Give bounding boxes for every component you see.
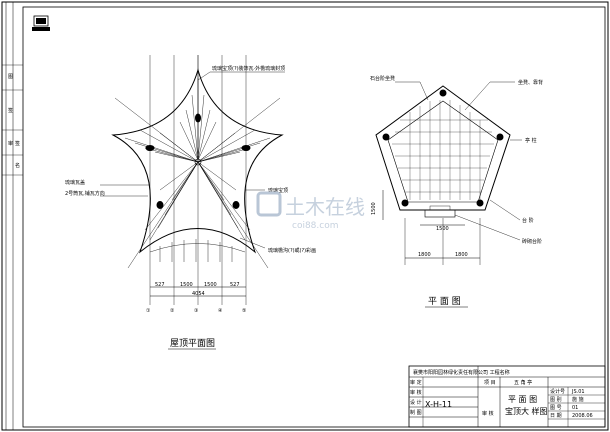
strip-label-5: 名: [15, 162, 20, 169]
roof-note-top: 琉璃宝顶(?)装饰瓦·外檐琉璃封顶: [212, 65, 285, 72]
tb-project: 五 角 亭: [514, 379, 532, 386]
tb-sheet-label: 图 号: [550, 405, 562, 411]
axis-marker-4: ④: [218, 308, 223, 314]
floor-note-top-left: 石台阶坐凳: [370, 75, 395, 82]
logo-icon: [32, 15, 50, 31]
floor-plan-drawing: [375, 81, 522, 265]
tb-company: 襄樊市阳阳园林绿化责任有限公司 工程名称: [413, 369, 510, 376]
left-binding-strip: 图 签 审 签 名: [2, 2, 23, 430]
roof-dim-4: 527: [230, 282, 240, 288]
strip-label-4: 签: [15, 140, 20, 147]
tb-row-label-1: 审 定: [410, 379, 422, 386]
strip-label-3: 审: [8, 140, 13, 147]
floor-dim-left: 1500: [371, 202, 377, 215]
roof-dim-3: 1500: [204, 282, 217, 288]
roof-note-right-1: 琉璃宝顶: [268, 187, 288, 194]
strip-label-2: 签: [8, 107, 13, 114]
drawing-frame: [22, 6, 606, 428]
floor-note-column: 亭 柱: [525, 137, 537, 144]
roof-dim-total: 4054: [192, 291, 205, 297]
title-block: [408, 365, 606, 428]
roof-note-right-2: 琉璃檐沟(?)或(?)彩画: [268, 247, 316, 254]
tb-row-label-3: 设 计: [410, 399, 422, 406]
tb-row-label-4: 制 图: [410, 409, 422, 416]
floor-dim-bottom-2: 1800: [455, 252, 468, 258]
roof-note-left-2: 2号筒瓦,铺瓦方向: [65, 190, 105, 197]
tb-design-value: JS.01: [571, 389, 585, 395]
tb-date-label: 日 期: [550, 413, 562, 419]
tb-sheet-value: 01: [572, 405, 578, 411]
roof-dim-2: 1500: [180, 282, 193, 288]
roof-note-left-1: 琉璃瓦盖: [65, 179, 85, 186]
tb-drawing-name-1: 平 面 图: [508, 395, 537, 404]
axis-marker-3: ③: [194, 308, 198, 314]
floor-dim-bottom-1: 1800: [418, 252, 431, 258]
tb-stamp: 审 核: [482, 410, 494, 417]
floor-note-step: 台 阶: [522, 217, 534, 224]
tb-draw-value: 施 施: [572, 396, 584, 403]
floor-plan-title: 平 面 图: [428, 296, 461, 307]
axis-marker-2: ②: [170, 308, 175, 314]
watermark: 土木在线 coi88.com: [256, 191, 365, 231]
floor-note-top-right: 坐凳、靠背: [518, 79, 543, 86]
roof-plan-drawing: [100, 55, 285, 305]
floor-note-brick-step: 砖砌台阶: [522, 238, 542, 245]
tb-row-label-2: 审 核: [410, 389, 422, 396]
tb-draw-label: 图 别: [550, 396, 562, 403]
watermark-url: coi88.com: [292, 221, 339, 231]
tb-design-label: 设计号: [550, 388, 565, 395]
tb-date-value: 2008.06: [572, 413, 593, 419]
tb-drawing-name-2: 宝顶大 样图: [505, 406, 548, 416]
axis-marker-1: ①: [146, 308, 151, 314]
axis-marker-5: ⑤: [242, 308, 246, 314]
roof-dim-1: 527: [155, 282, 165, 288]
strip-label-1: 图: [8, 74, 13, 80]
floor-dim-inner: 1500: [436, 226, 449, 232]
tb-scale-label: X-H-11: [425, 400, 452, 409]
tb-project-label: 项 目: [484, 380, 496, 386]
watermark-text: 土木在线: [285, 195, 365, 219]
roof-plan-title: 屋顶平面图: [170, 338, 215, 349]
